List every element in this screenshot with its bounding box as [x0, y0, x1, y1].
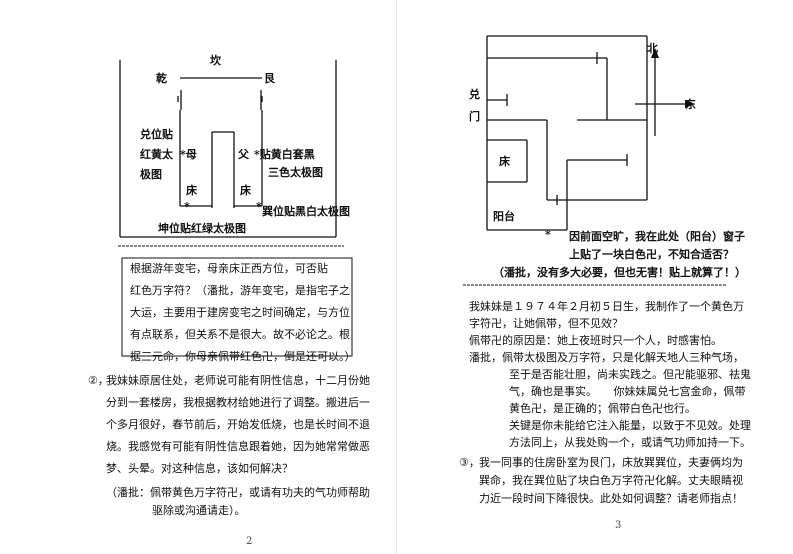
balcony-note-line-2: 上贴了一块白色卍，不知合适否？	[569, 248, 734, 261]
page-gutter	[396, 0, 397, 554]
q3-line-1: 我一同事的住房卧室为艮门，床放巽巽位，夫妻俩均为	[479, 456, 743, 469]
body-line-7: 黄色卍，是正确的；佩带白色卍也行。	[509, 402, 696, 415]
north-arrow-icon	[651, 48, 659, 58]
page-number-right: 3	[615, 520, 622, 531]
qa-box-line-1: 根据游年变宅，母亲床正西方位，可否贴	[130, 262, 328, 275]
qa-box-line-3: 大运，主要用于建房变宅之时间确定，与方位	[130, 306, 350, 319]
q2-reply-line-2: 驱除或沟通请走）。	[152, 504, 246, 517]
dui-label-3: 极图	[140, 168, 162, 181]
left-page: 坎 乾 艮 兑位贴 红黄太 极图 *母 父 *贴黄白套黑 三色太极图 床 床 *…	[0, 0, 396, 554]
dui-label-2: 红黄太	[140, 148, 173, 161]
body-line-5: 至于是否能壮胆，尚未实践之。但卍能驱邪、祛鬼	[509, 368, 751, 381]
east-arrow-icon	[685, 100, 695, 108]
kan-label: 坎	[210, 54, 221, 67]
star-marker: *	[545, 228, 551, 241]
body-line-2: 字符卍，让她佩带，但不见效？	[469, 317, 623, 330]
q3-line-3: 力近一段时间下降很快。此处如何调整？请老师指点！	[479, 492, 743, 505]
q2-line-5: 梦、头晕。对这种信息，该如何解决？	[106, 462, 293, 475]
body-line-8: 关键是你未能给它注入能量，以致于不见效。处理	[509, 419, 751, 432]
balcony-note-line-1: 因前面空旷，我在此处（阳台）窗子	[569, 230, 745, 243]
q3-line-2: 巽命，我在巽位贴了块白色万字符卍化解。丈夫眼睛视	[479, 474, 743, 487]
left-floorplan-lines	[118, 60, 353, 357]
balcony-label: 阳台	[493, 210, 515, 223]
mother-label: *母	[180, 148, 197, 161]
door-label: 门	[469, 110, 480, 123]
north-label: 北	[647, 42, 658, 55]
q2-line-1: 我妹妹原居住处，老师说可能有阴性信息，十二月份她	[106, 374, 370, 387]
body-line-1: 我妹妹是１９７４年２月初５日生，我制作了一个黄色万	[469, 300, 744, 313]
q2-text: 我妹妹原居住处，老师说可能有阴性信息，十二月份她 分到一套楼房，我根据教材给她进…	[106, 370, 370, 480]
q2-number: ②，	[88, 374, 109, 387]
qian-label: 乾	[156, 72, 167, 85]
right-floorplan-lines	[463, 35, 727, 286]
q2-line-2: 分到一套楼房，我根据教材给她进行了调整。搬进后一	[106, 396, 370, 409]
right-page: 北 东 兑 门 床 阳台 * 因前面空旷，我在此处（阳台）窗子 上贴了一块白色卍…	[397, 0, 793, 554]
kun-note: 坤位贴红绿太极图	[158, 222, 246, 235]
sanse-label: 三色太极图	[268, 166, 323, 179]
body-line-3: 佩带卍的原因是：她上夜班时只一个人，时感害怕。	[469, 334, 722, 347]
body-line-9: 方法同上，从我处购一个，或请气功师加持一下。	[509, 436, 751, 449]
qa-box-line-2: 红色万字符？（潘批，游年变宅，是指宅子之	[130, 284, 350, 297]
body-line-4: 潘批，佩带太极图及万字符，只是化解天地人三种气场，	[469, 351, 744, 364]
page-number-left: 2	[246, 536, 253, 547]
compass-lines	[635, 56, 689, 136]
qa-box-line-4: 有点联系，但关系不是很大。故不必论之。根	[130, 328, 350, 341]
xun-note: 巽位贴黑白太极图	[262, 205, 350, 218]
father-note: *贴黄白套黑	[254, 148, 315, 161]
dui-label: 兑	[469, 88, 480, 101]
q3-number: ③，	[459, 456, 480, 469]
body-line-6: 气，确也是事实。 你妹妹属兑七宫金命，佩带	[509, 385, 746, 398]
bed-label: 床	[499, 155, 510, 168]
qa-box-line-5: 据三元命，你母亲佩带红色卍，倒是还可以。）	[130, 350, 356, 363]
q2-line-3: 个多月很好，春节前后，开始发低烧，也是长时间不退	[106, 418, 370, 431]
q2-reply-line-1: （潘批：佩带黄色万字符卍，或请有功夫的气功师帮助	[106, 486, 370, 499]
star-marker-left: *	[184, 200, 190, 213]
gen-label: 艮	[264, 72, 275, 85]
star-marker-right: *	[256, 200, 262, 213]
qa-box-text: 根据游年变宅，母亲床正西方位，可否贴 红色万字符？（潘批，游年变宅，是指宅子之 …	[130, 258, 356, 368]
bed-label-right: 床	[240, 184, 251, 197]
bed-label-left: 床	[186, 184, 197, 197]
father-label: 父	[238, 148, 249, 161]
balcony-reply: （潘批，没有多大必要，但也无害！贴上就算了！）	[493, 266, 746, 279]
dui-label-1: 兑位贴	[140, 128, 173, 141]
east-label: 东	[685, 98, 696, 111]
q2-line-4: 烧。我感觉有可能有阴性信息跟着她，因为她常常做恶	[106, 440, 370, 453]
